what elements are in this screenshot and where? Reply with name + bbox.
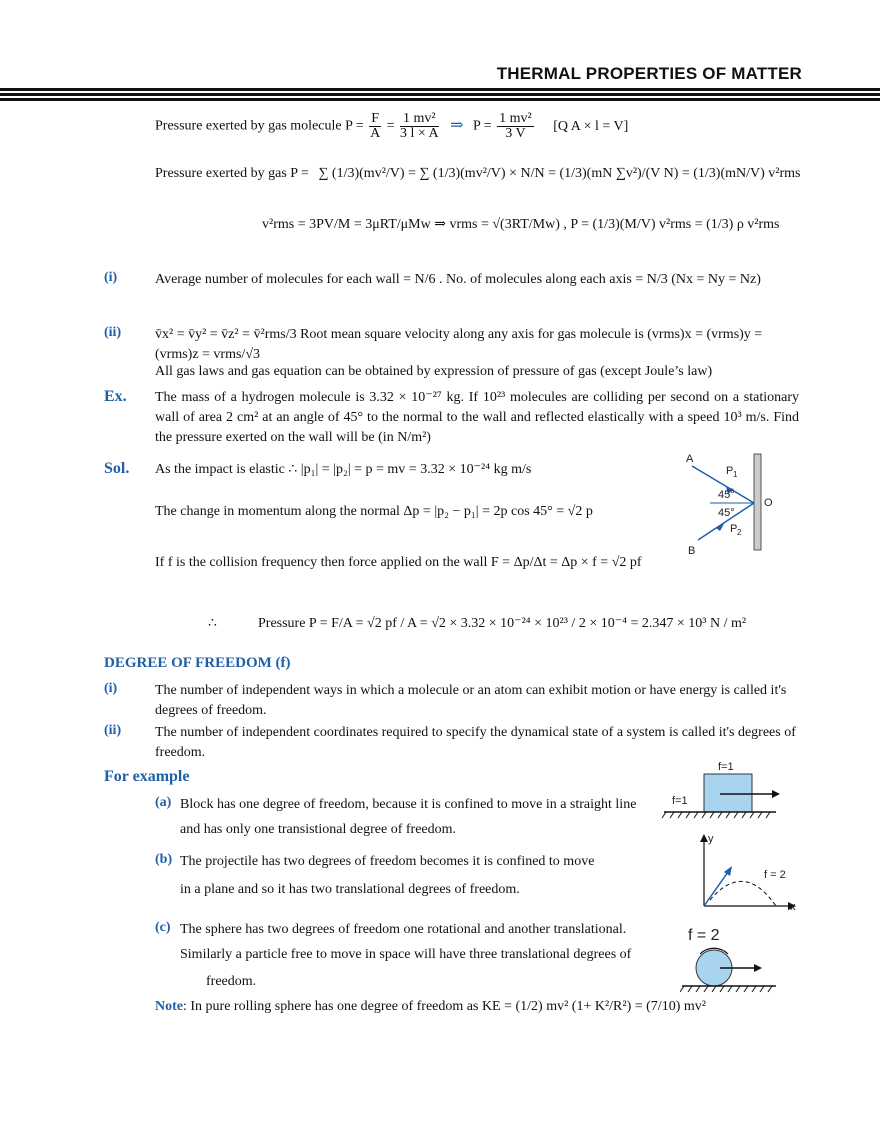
arrow-head-icon <box>724 866 732 876</box>
arrow-up-icon <box>700 834 708 842</box>
dof-item-ii-label: (ii) <box>104 723 122 738</box>
label-P1-sub: 1 <box>733 470 738 479</box>
eq1-equals: = <box>386 118 395 134</box>
label-B: B <box>688 545 695 557</box>
fe-a-line2: and has only one transistional degree of… <box>180 822 457 837</box>
solution-label: Sol. <box>104 460 130 477</box>
x-label: x <box>790 901 796 913</box>
outgoing-ray <box>697 502 755 541</box>
dof-item-i-label: (i) <box>104 681 118 696</box>
eq2-label: Pressure exerted by gas P = <box>155 166 309 181</box>
item-i-label: (i) <box>104 270 118 285</box>
projectile-diagram: y x f = 2 <box>700 833 796 913</box>
label-angle2: 45° <box>718 507 735 519</box>
wall-shape <box>753 453 762 551</box>
y-label: y <box>708 833 714 845</box>
fe-c-line2: Similarly a particle free to move in spa… <box>180 947 632 962</box>
solution-line2: The change in momentum along the normal … <box>155 504 593 519</box>
eq1-frac3-den: 3 V <box>505 126 526 141</box>
label-P1: P <box>726 465 733 477</box>
gas-laws-note: All gas laws and gas equation can be obt… <box>155 364 713 379</box>
example-label: Ex. <box>104 388 127 405</box>
collision-diagram: A B P 1 P 2 45° 45° O <box>686 453 773 557</box>
solution-line4: Pressure P = F/A = √2 pf / A = √2 × 3.32… <box>258 616 747 631</box>
label-P2: P <box>730 523 737 535</box>
block-left-label: f=1 <box>672 795 688 807</box>
label-A: A <box>686 453 694 465</box>
arrow-right-icon <box>772 790 780 798</box>
projectile-f-label: f = 2 <box>764 869 786 881</box>
fe-b-line2: in a plane and so it has two translation… <box>180 882 520 897</box>
arrow-right-icon <box>754 964 762 972</box>
fe-a-label: (a) <box>155 795 172 810</box>
fe-c-line3: freedom. <box>206 974 257 989</box>
label-angle1: 45° <box>718 489 735 501</box>
block-top-label: f=1 <box>718 761 734 773</box>
arrow-right-icon <box>788 902 796 910</box>
fe-b-label: (b) <box>155 852 173 867</box>
eq1-frac1-num: F <box>369 111 382 127</box>
trajectory-path <box>709 881 777 907</box>
label-P2-sub: 2 <box>737 528 742 537</box>
label-O: O <box>764 497 773 509</box>
dof-item-i-text: The number of independent ways in which … <box>155 683 787 718</box>
eq2-expr: ∑ (1/3)(mv²/V) = ∑ (1/3)(mv²/V) × N/N = … <box>318 166 801 181</box>
ground-hatch <box>661 811 771 819</box>
implies-arrow-icon: ⇒ <box>450 116 464 134</box>
solution-line3: If f is the collision frequency then for… <box>155 555 642 570</box>
eq1-frac2-den: 3 l × A <box>399 126 439 141</box>
incoming-ray <box>691 465 755 504</box>
item-ii-text: v̄x² = v̄y² = v̄z² = v̄²rms/3 Root mean … <box>155 327 763 362</box>
eq1-label: Pressure exerted by gas molecule P = <box>155 118 364 134</box>
block-diagram: f=1 f=1 <box>661 761 780 819</box>
therefore-symbol: ∴ <box>208 616 217 631</box>
eq1-rhs: P = <box>473 118 492 134</box>
solution-line1: As the impact is elastic ∴ |p₁| = |p₂| =… <box>155 462 532 477</box>
header-rules <box>0 88 880 103</box>
eq1-note: [Q A × l = V] <box>553 118 629 134</box>
eq3-expr: v²rms = 3PV/M = 3μRT/μMw ⇒ vrms = √(3RT/… <box>262 217 780 232</box>
eq1-frac1-den: A <box>370 126 381 141</box>
velocity-vector <box>703 871 729 907</box>
fe-a-line1: Block has one degree of freedom, because… <box>180 797 637 812</box>
arrow-head-icon <box>716 524 724 531</box>
item-ii-label: (ii) <box>104 325 122 340</box>
eq-pressure-gas: Pressure exerted by gas P = ∑ (1/3)(mv²/… <box>155 166 801 182</box>
dof-item-ii-text: The number of independent coordinates re… <box>155 725 796 760</box>
dof-title: DEGREE OF FREEDOM (f) <box>104 655 291 671</box>
note-text: : In pure rolling sphere has one degree … <box>183 999 706 1014</box>
item-i-text: Average number of molecules for each wal… <box>155 272 761 287</box>
for-example-title: For example <box>104 768 190 785</box>
fe-c-label: (c) <box>155 920 171 935</box>
note-label: Note <box>155 999 183 1014</box>
arrow-head-icon <box>726 487 734 494</box>
eq1-frac2-num: 1 mv² <box>399 112 439 127</box>
example-text: The mass of a hydrogen molecule is 3.32 … <box>155 390 799 445</box>
page-header-title: THERMAL PROPERTIES OF MATTER <box>496 64 802 83</box>
sphere-diagram: f = 2 <box>680 927 776 993</box>
fe-b-line1: The projectile has two degrees of freedo… <box>180 854 595 869</box>
note-line: Note: In pure rolling sphere has one deg… <box>155 997 706 1017</box>
eq-vrms: v²rms = 3PV/M = 3μRT/μMw ⇒ vrms = √(3RT/… <box>262 216 780 233</box>
sphere-f-label: f = 2 <box>688 927 720 944</box>
eq1-frac3-num: 1 mv² <box>497 111 534 127</box>
ground-hatch <box>680 985 773 993</box>
fe-c-line1: The sphere has two degrees of freedom on… <box>180 922 627 937</box>
rotation-arrow <box>699 947 729 955</box>
block-shape <box>703 773 753 813</box>
